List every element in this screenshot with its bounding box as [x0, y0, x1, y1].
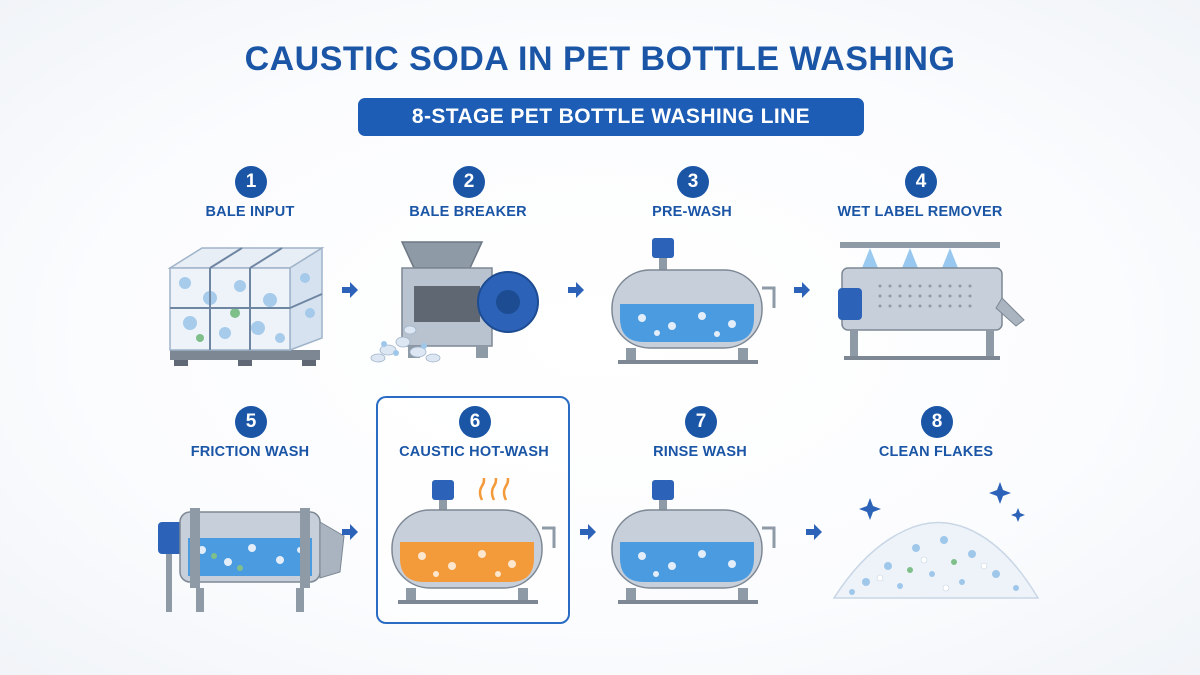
steam-icon: [478, 473, 510, 501]
stage-number-badge: 7: [685, 406, 717, 438]
stage-label: FRICTION WASH: [190, 444, 310, 460]
stage-number-badge: 2: [453, 166, 485, 198]
flow-arrow-icon: [342, 282, 358, 298]
sparkle-icon: [859, 482, 1025, 522]
flow-arrow-icon: [794, 282, 810, 298]
bale-icon: [140, 238, 360, 373]
page-title: CAUSTIC SODA IN PET BOTTLE WASHING: [244, 40, 956, 78]
stage-number-badge: 1: [235, 166, 267, 198]
stage-label: CAUSTIC HOT-WASH: [399, 444, 549, 460]
flake-pile-icon: [826, 478, 1046, 613]
stage-label: WET LABEL REMOVER: [837, 204, 1003, 220]
stage-number-badge: 6: [459, 406, 491, 438]
bale-breaker-icon: [358, 238, 578, 373]
stage-number-badge: 3: [677, 166, 709, 198]
stage-label: CLEAN FLAKES: [878, 444, 994, 460]
flow-arrow-icon: [568, 282, 584, 298]
stage-label: RINSE WASH: [653, 444, 747, 460]
hot-wash-tank-icon: [364, 473, 584, 613]
stage-number-badge: 4: [905, 166, 937, 198]
subtitle-banner: 8-STAGE PET BOTTLE WASHING LINE: [358, 98, 864, 136]
flow-arrow-icon: [342, 524, 358, 540]
stage-number-badge: 5: [235, 406, 267, 438]
stage-label: PRE-WASH: [652, 204, 732, 220]
stage-label: BALE BREAKER: [409, 204, 527, 220]
flow-arrow-icon: [806, 524, 822, 540]
stage-label: BALE INPUT: [205, 204, 295, 220]
washing-tank-icon: [582, 238, 802, 373]
friction-washer-icon: [140, 478, 360, 627]
label-remover-icon: [810, 238, 1030, 373]
rinse-tank-icon: [590, 478, 810, 613]
flow-arrow-icon: [580, 524, 596, 540]
stage-number-badge: 8: [921, 406, 953, 438]
